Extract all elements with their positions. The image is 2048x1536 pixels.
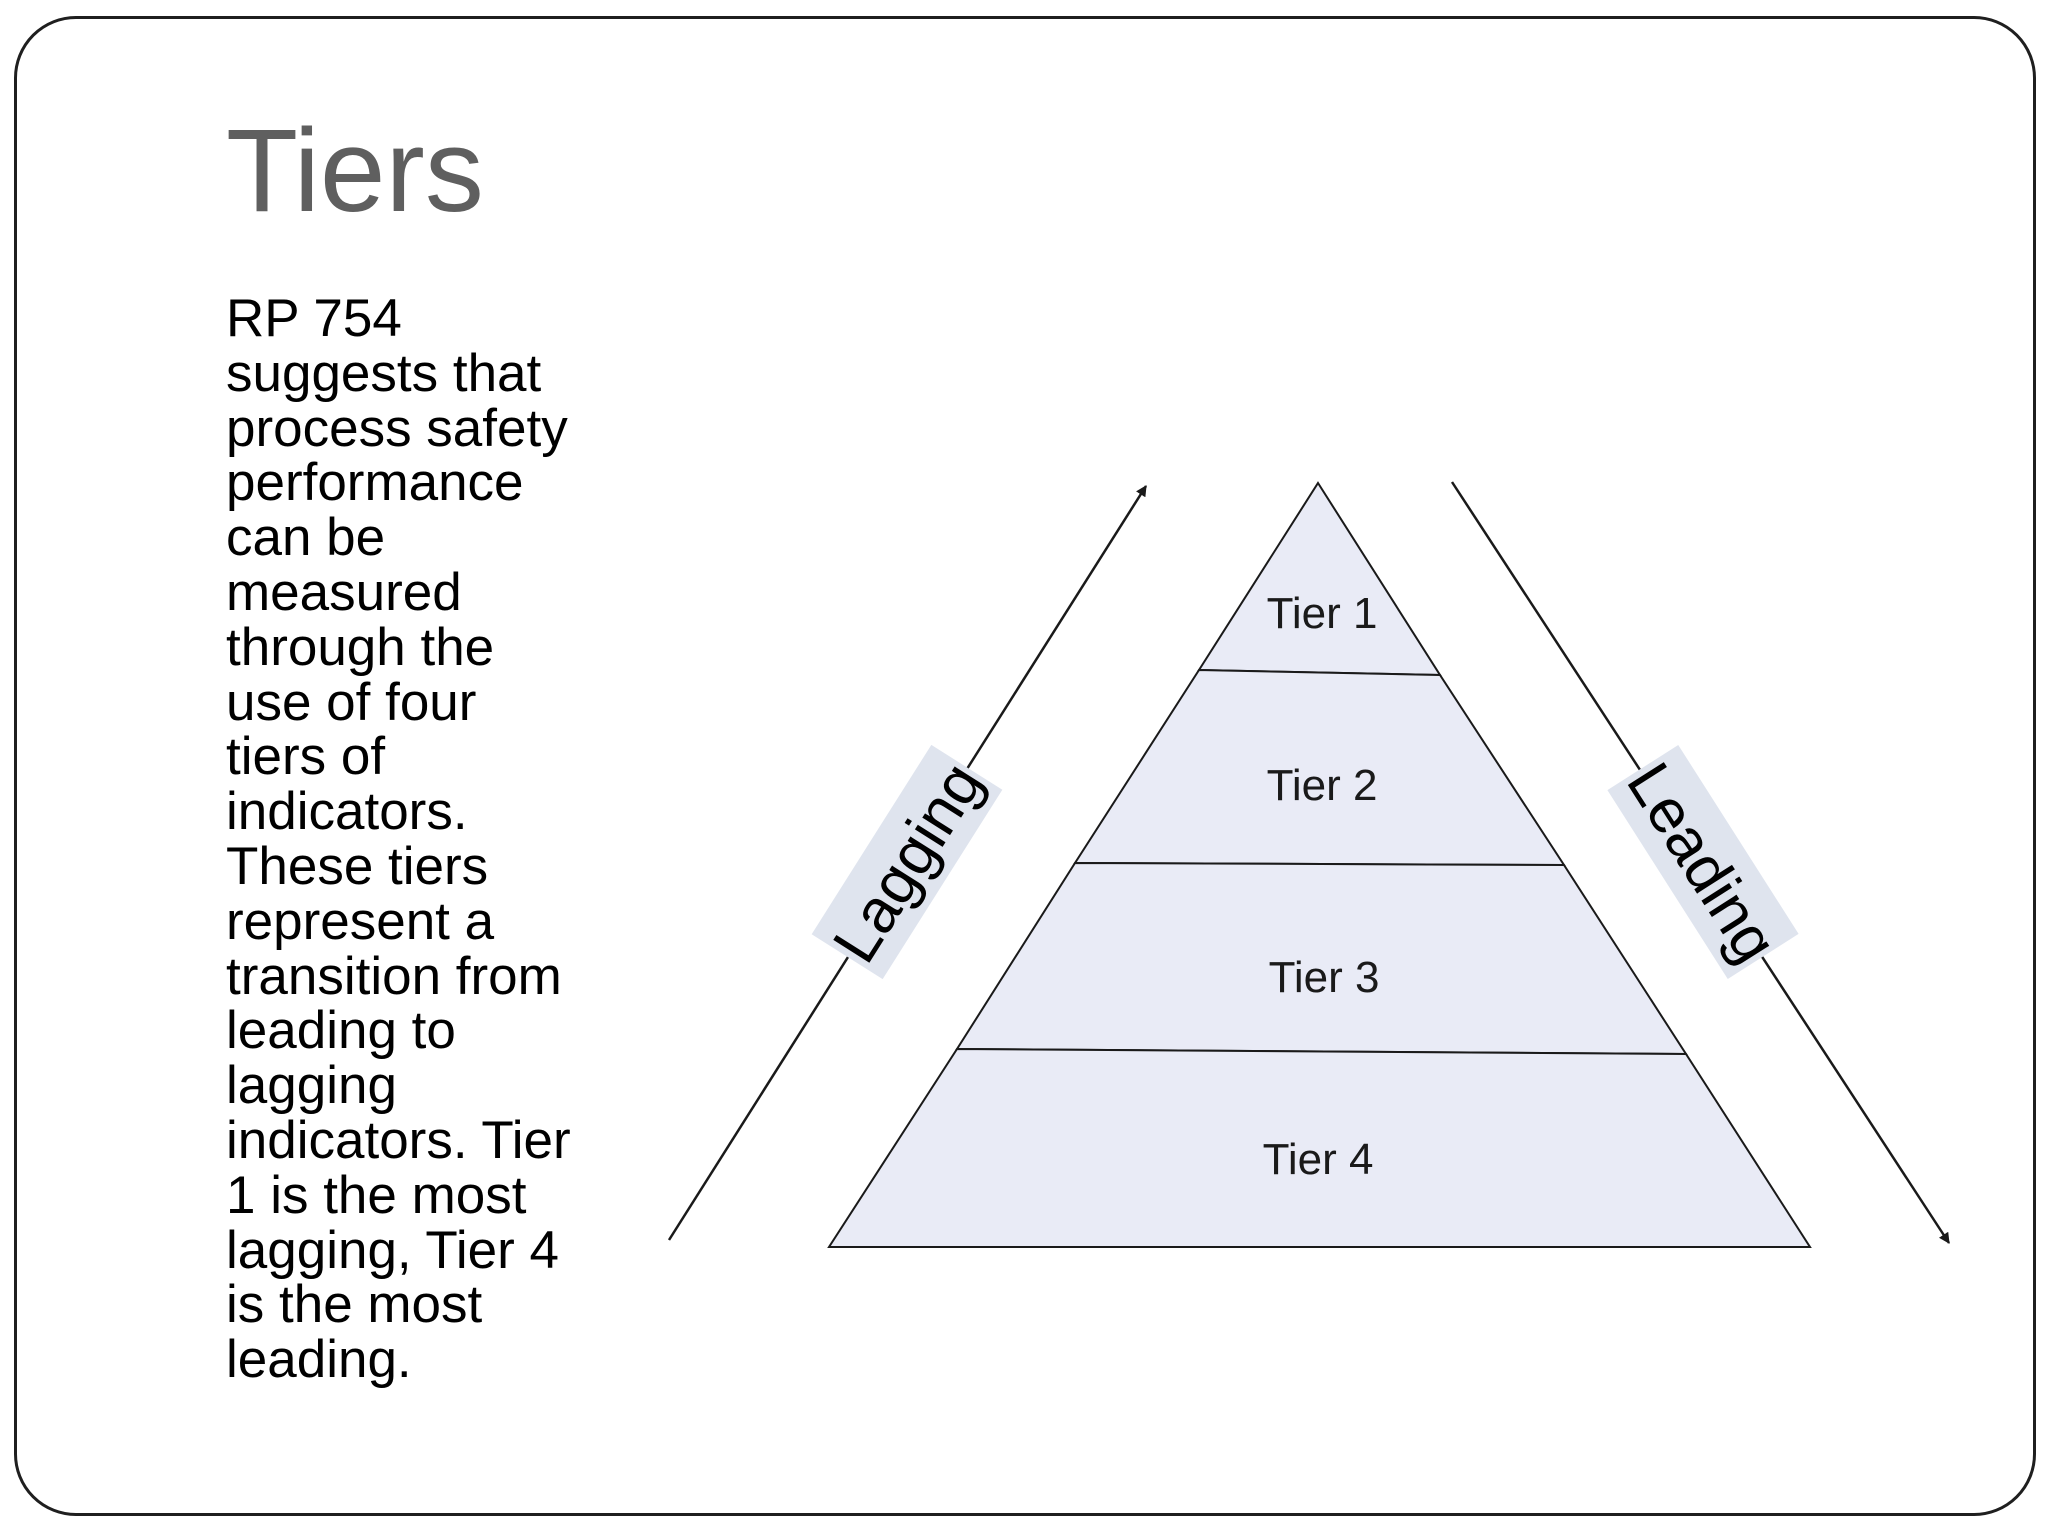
body-line: indicators. (226, 782, 468, 842)
tier-2-label: Tier 2 (1267, 761, 1378, 810)
body-line: tiers of (226, 727, 386, 787)
tier-1-segment (1197, 481, 1442, 677)
leading-label-group: Leading (1607, 744, 1799, 980)
tier-4-segment (827, 1047, 1812, 1248)
body-line: leading to (226, 1001, 456, 1061)
body-line: process safety (226, 398, 568, 458)
body-line: RP 754 (226, 289, 402, 348)
body-line: transition from (226, 946, 562, 1006)
lagging-label-group: Lagging (811, 744, 1003, 980)
tier-4-label: Tier 4 (1263, 1135, 1374, 1184)
slide-frame (14, 16, 2036, 1516)
slide-body-text: RP 754 suggests that process safety perf… (226, 289, 626, 1390)
leading-label-box (1607, 744, 1799, 980)
body-line: through the (226, 617, 495, 677)
body-line: leading. (226, 1330, 412, 1390)
body-line: lagging (226, 1056, 397, 1116)
lagging-label-box (811, 744, 1003, 980)
slide-title: Tiers (226, 105, 484, 237)
body-line: indicators. Tier (226, 1110, 571, 1170)
tier-3-label: Tier 3 (1269, 953, 1380, 1002)
body-line: represent a (226, 891, 495, 951)
body-line: is the most (226, 1275, 483, 1335)
body-line: performance (226, 453, 524, 513)
body-line: use of four (226, 672, 477, 732)
body-line: lagging, Tier 4 (226, 1220, 559, 1280)
body-line: suggests that (226, 343, 542, 403)
body-line: measured (226, 562, 462, 622)
body-line: can be (226, 508, 386, 568)
tier-1-label: Tier 1 (1267, 589, 1378, 638)
body-line: These tiers (226, 836, 489, 896)
body-line: 1 is the most (226, 1165, 527, 1225)
